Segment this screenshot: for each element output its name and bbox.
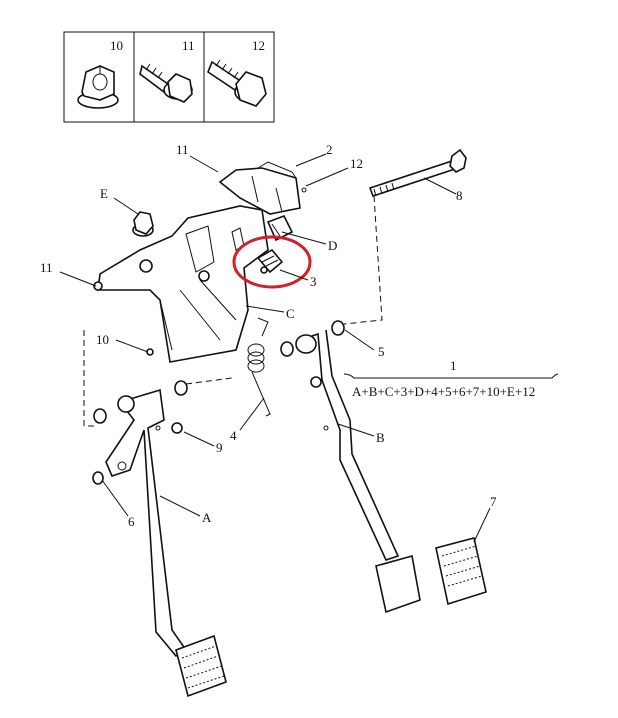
part-e-nut <box>132 211 154 237</box>
part-c-pedal-bracket <box>93 205 294 363</box>
label-b: B <box>376 430 385 445</box>
label-5: 5 <box>378 344 385 359</box>
assembly-formula: A+B+C+3+D+4+5+6+7+10+E+12 <box>352 384 535 399</box>
legend-number-11: 11 <box>182 38 195 53</box>
part-d-clip <box>266 214 294 242</box>
flange-bolt-icon <box>139 63 193 103</box>
highlight-circle <box>232 235 312 289</box>
label-a: A <box>202 510 212 525</box>
part-a-clutch-pedal <box>105 388 188 658</box>
label-11-left: 11 <box>40 260 53 275</box>
part-3-pedal-switch <box>256 248 284 274</box>
label-6: 6 <box>128 514 135 529</box>
label-8: 8 <box>456 188 463 203</box>
legend-number-12: 12 <box>252 38 265 53</box>
label-12: 12 <box>350 156 363 171</box>
clutch-pedal-pad <box>175 634 227 698</box>
flange-nut-icon <box>77 65 119 109</box>
part-b-brake-pedal <box>295 329 421 614</box>
part-2-top-bracket <box>218 161 307 215</box>
label-9: 9 <box>216 440 223 455</box>
label-2: 2 <box>326 142 333 157</box>
part-7-pedal-pad <box>435 537 487 606</box>
legend-number-10: 10 <box>110 38 123 53</box>
label-11-top: 11 <box>176 142 189 157</box>
label-c: C <box>286 306 295 321</box>
dashed-guides <box>83 195 383 427</box>
part-4-return-spring <box>247 317 271 417</box>
label-d: D <box>328 238 337 253</box>
label-3: 3 <box>310 274 317 289</box>
callout-labels: 11 11 2 12 E D 3 C 10 5 8 1 A+B+C+3+D+4+… <box>40 142 535 529</box>
bushing-set <box>92 320 345 485</box>
label-4: 4 <box>230 428 237 443</box>
part-8-pivot-bolt <box>368 148 467 198</box>
label-10: 10 <box>96 332 109 347</box>
leader-lines <box>59 153 559 543</box>
hex-bolt-icon <box>207 59 267 107</box>
fastener-legend-box: 10 11 12 <box>63 31 275 123</box>
label-1: 1 <box>450 358 457 373</box>
label-7: 7 <box>490 494 497 509</box>
label-e: E <box>100 186 108 201</box>
